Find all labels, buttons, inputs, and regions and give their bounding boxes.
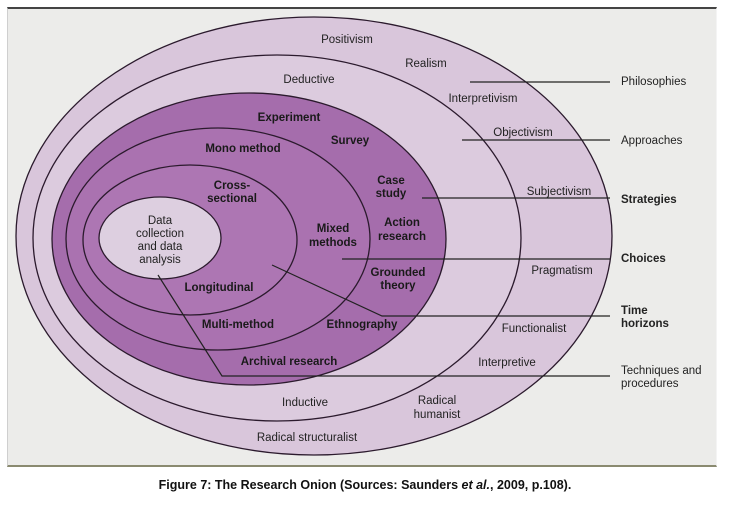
label-functionalist: Functionalist [502, 323, 567, 335]
label-survey: Survey [331, 135, 370, 147]
label-positivism: Positivism [321, 34, 373, 46]
label-experiment: Experiment [258, 112, 321, 124]
label-interpretive: Interpretive [478, 357, 536, 369]
label-mixed-methods-1: Mixed [317, 223, 350, 235]
label-realism: Realism [405, 58, 447, 70]
label-pragmatism: Pragmatism [531, 265, 592, 277]
caption-italic: et al. [461, 478, 491, 492]
side-label-approaches: Approaches [621, 135, 683, 147]
side-label-time-1: Time [621, 305, 648, 317]
label-mixed-methods-2: methods [309, 237, 357, 249]
label-archival-research: Archival research [241, 356, 338, 368]
side-label-philosophies: Philosophies [621, 76, 686, 88]
label-ethnography: Ethnography [327, 319, 399, 331]
label-deductive: Deductive [283, 74, 334, 86]
label-radical-humanist-1: Radical [418, 395, 456, 407]
label-longitudinal: Longitudinal [185, 282, 254, 294]
label-core-3: and data [138, 241, 183, 253]
label-action-research-2: research [378, 231, 426, 243]
label-inductive: Inductive [282, 397, 328, 409]
label-interpretivism: Interpretivism [448, 93, 517, 105]
side-label-strategies: Strategies [621, 194, 677, 206]
label-radical-structuralist: Radical structuralist [257, 432, 358, 444]
side-label-tech-1: Techniques and [621, 365, 702, 377]
label-mono-method: Mono method [205, 143, 280, 155]
label-subjectivism: Subjectivism [527, 186, 592, 198]
caption-prefix: Figure 7: The Research Onion (Sources: S… [158, 478, 462, 492]
side-label-choices: Choices [621, 253, 666, 265]
label-multi-method: Multi-method [202, 319, 274, 331]
caption-suffix: , 2009, p.108). [490, 478, 572, 492]
label-core-2: collection [136, 228, 184, 240]
label-case-study-1: Case [377, 175, 405, 187]
label-case-study-2: study [376, 188, 407, 200]
label-core-1: Data [148, 215, 173, 227]
label-radical-humanist-2: humanist [414, 409, 461, 421]
pointer-line-techniques [157, 274, 610, 377]
label-objectivism: Objectivism [493, 127, 552, 139]
label-grounded-theory-1: Grounded [371, 267, 426, 279]
side-label-tech-2: procedures [621, 378, 679, 390]
side-label-time-2: horizons [621, 318, 669, 330]
figure-caption: Figure 7: The Research Onion (Sources: S… [0, 478, 730, 492]
label-cross-sectional-2: sectional [207, 193, 257, 205]
pointer-line-time-horizons [271, 264, 610, 317]
label-core-4: analysis [139, 254, 181, 266]
label-grounded-theory-2: theory [380, 280, 416, 292]
label-cross-sectional-1: Cross- [214, 180, 251, 192]
label-action-research-1: Action [384, 217, 420, 229]
research-onion-diagram: Positivism Realism Interpretivism Object… [15, 16, 702, 456]
